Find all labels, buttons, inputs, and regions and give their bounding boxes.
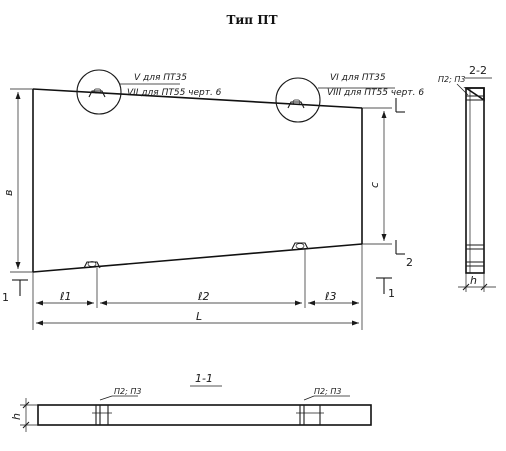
section-1-1-body [37,404,372,426]
section-2-2-top-cut [463,87,485,102]
section-2-marks: 2 [395,98,413,269]
section-2-2-label: П2; П3 [438,75,465,84]
bottom-loop-left [83,261,101,269]
section-1-label-left: 1 [2,291,9,304]
callout-left-loop [88,90,106,98]
callout-right-loop [287,101,305,109]
bottom-loop-left-hole [87,261,97,267]
callout-right-top-label: VI для ПТ35 [330,73,386,83]
plate-bottom-edge [32,243,363,273]
section-2-2-title: 2-2 [469,64,487,77]
section-1-marks: 1 1 [2,277,395,304]
section-1-label-right: 1 [388,287,395,300]
callout-right-circle [275,77,321,123]
s22-h-tick-right [480,283,488,291]
section-1-1-label-right: П2; П3 [314,387,341,396]
section-2-label: 2 [406,256,413,269]
section-1-1: 1-1 П2; П3 П2; П3 h [10,372,372,432]
callout-right-bottom-label: VIII для ПТ55 черт. 6 [327,88,424,98]
dim-c-label: с [368,182,381,188]
section-1-1-label-left: П2; П3 [114,387,141,396]
s11-right-leader [303,395,315,401]
bottom-loop-right-hole [295,243,305,249]
callout-left-top-label: V для ПТ35 [134,73,187,83]
dim-l1-label: ℓ1 [59,290,72,303]
s22-h-tick-left [462,283,470,291]
callout-left: V для ПТ35 VII для ПТ55 черт. 6 [76,69,222,115]
dim-L-label: L [196,310,202,323]
section-2-2: 2-2 П2; П3 h [438,64,496,292]
callout-left-circle [76,69,122,115]
s11-left-leader [99,395,113,401]
main-plate [32,88,363,273]
section-1-1-h-label: h [10,413,23,420]
dim-c: с [362,107,392,245]
callout-right: VI для ПТ35 VIII для ПТ55 черт. 6 [275,73,424,123]
s11-h-tick-bottom [22,421,30,429]
dim-l3-label: ℓ3 [324,290,337,303]
drawing-title: Тип ПТ [226,13,277,27]
section-2-2-h-label: h [470,274,477,287]
callout-right-hole [292,99,301,105]
s11-h-tick-top [22,401,30,409]
dim-b-label: в [2,190,15,196]
section-1-1-title: 1-1 [195,372,213,385]
dim-l2-label: ℓ2 [197,290,210,303]
dim-b: в [2,88,33,273]
bottom-loop-right [291,242,309,250]
callout-left-bottom-label: VII для ПТ55 черт. 6 [127,88,222,98]
dim-l-chain: ℓ1 ℓ2 ℓ3 L [32,244,363,330]
callout-left-hole [93,88,102,94]
plate-top-edge [32,88,363,109]
